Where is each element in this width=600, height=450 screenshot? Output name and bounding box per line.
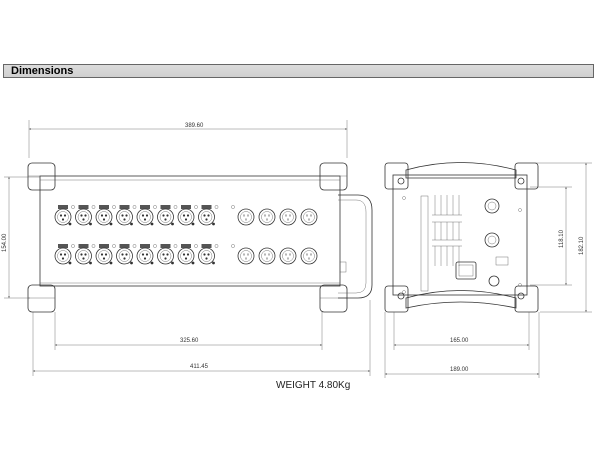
rack-foot-top-right bbox=[319, 162, 348, 191]
dim-front-rack-width: 325.60 bbox=[180, 338, 199, 344]
xlr-male-connector bbox=[258, 247, 276, 265]
weight-label: WEIGHT 4.80Kg bbox=[276, 380, 350, 391]
xlr-female-connector bbox=[198, 244, 219, 265]
xlr-female-connector bbox=[177, 244, 198, 265]
xlr-female-connector bbox=[75, 244, 96, 265]
ethercon-connector-1 bbox=[484, 198, 500, 214]
section-title: Dimensions bbox=[11, 65, 74, 77]
front-view bbox=[27, 162, 373, 313]
side-view bbox=[384, 162, 539, 313]
rack-foot-bottom-right bbox=[319, 284, 348, 313]
front-panel bbox=[39, 175, 341, 287]
xlr-female-connector bbox=[54, 205, 75, 226]
xlr-female-connector bbox=[116, 205, 137, 226]
xlr-male-connector bbox=[237, 208, 255, 226]
dim-side-height-inner: 118.10 bbox=[559, 229, 565, 248]
xlr-female-connector bbox=[95, 205, 116, 226]
power-switch bbox=[488, 275, 500, 287]
xlr-male-connector bbox=[300, 247, 318, 265]
bottom-handle bbox=[405, 290, 517, 309]
dim-side-height-total: 182.10 bbox=[579, 236, 585, 255]
top-handle bbox=[405, 162, 517, 179]
dim-side-width-total: 189.00 bbox=[450, 367, 469, 373]
side-rail bbox=[420, 195, 429, 292]
xlr-female-connector bbox=[95, 244, 116, 265]
rack-foot-bottom-left bbox=[27, 284, 56, 313]
xlr-female-connector bbox=[198, 205, 219, 226]
xlr-female-connector bbox=[136, 205, 157, 226]
xlr-male-connector bbox=[279, 208, 297, 226]
dim-front-width-inner: 389.60 bbox=[185, 123, 204, 129]
ethercon-connector-2 bbox=[484, 232, 500, 248]
xlr-female-connector bbox=[157, 205, 178, 226]
section-header: Dimensions bbox=[3, 64, 594, 78]
xlr-female-connector bbox=[136, 244, 157, 265]
xlr-male-connector bbox=[258, 208, 276, 226]
rear-panel bbox=[392, 174, 528, 296]
rack-foot-top-left bbox=[27, 162, 56, 191]
xlr-female-connector bbox=[157, 244, 178, 265]
dim-front-total-width: 411.45 bbox=[190, 364, 209, 370]
xlr-female-connector bbox=[116, 244, 137, 265]
iec-power-inlet bbox=[455, 261, 477, 280]
xlr-male-connector bbox=[300, 208, 318, 226]
xlr-male-connector bbox=[279, 247, 297, 265]
xlr-male-connector bbox=[237, 247, 255, 265]
connector-array bbox=[54, 205, 318, 265]
dim-front-height: 154.00 bbox=[2, 233, 8, 252]
xlr-female-connector bbox=[54, 244, 75, 265]
xlr-female-connector bbox=[75, 205, 96, 226]
xlr-female-connector bbox=[177, 205, 198, 226]
carry-handle bbox=[338, 194, 373, 299]
heatsink bbox=[432, 195, 462, 266]
dim-side-width-inner: 165.00 bbox=[450, 338, 469, 344]
